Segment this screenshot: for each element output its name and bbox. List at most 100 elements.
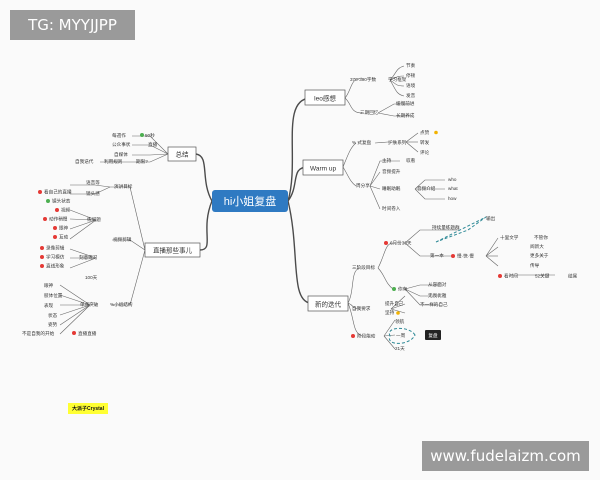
zhibo-b-left-0: 视频 <box>61 207 71 214</box>
zongjie-right-0: 直播 <box>148 141 158 148</box>
zhibo-b: 视频剪辑 <box>113 236 132 243</box>
watermark-top: TG: MYYJJPP <box>10 10 135 40</box>
warmup-b-extra-0: 収看 <box>406 157 416 164</box>
xinde-c-item-2: 21天 <box>395 346 405 352</box>
zongjie-right-2: 利用规则 <box>104 158 123 165</box>
zhibo-node-label: 直播那些事儿 <box>153 246 193 255</box>
zhibo-b-left-3: 互动 <box>59 234 69 241</box>
xinde-a3-right-0: 52关键 <box>535 273 550 280</box>
zongjie-node-label: 总结 <box>176 150 190 159</box>
leo-a1: 学习框架 <box>388 76 407 83</box>
warmup-b-item-3: 时间卷入 <box>382 205 401 212</box>
thumbs-up-icon <box>396 311 400 315</box>
leo-b1: 缓慢前进 <box>396 100 415 107</box>
stop-icon <box>498 274 502 278</box>
zongjie-right-1: 自媒体 <box>114 151 128 158</box>
zhibo-b-left-2: 眼神 <box>59 225 69 232</box>
stop-icon <box>53 235 57 239</box>
warmup-b-sub-0: who <box>448 177 457 182</box>
warmup-a2-1: 转发 <box>420 139 430 146</box>
zhibo-c-left-0: 眼神 <box>44 282 54 289</box>
review-tag-label: 复盘 <box>428 332 438 339</box>
xinde-b: 自我要求 <box>352 305 371 312</box>
dashed-callouts <box>388 216 487 344</box>
xinde-b-item-2: 坚持 <box>385 309 395 316</box>
leo-a2-1: 停顿 <box>406 72 416 79</box>
warmup-node-label: Warm up <box>310 166 337 173</box>
xinde-c: 阶段能动 <box>357 333 376 340</box>
warmup-b-sub-1: what <box>448 186 458 191</box>
zhibo-b-left-4: 录像剪辑 <box>46 245 65 252</box>
zhibo-c-left-2: 表现 <box>44 302 54 309</box>
zongjie-item-0: 每週作 <box>112 132 126 139</box>
center-node-label: hi小姐复盘 <box>224 194 277 208</box>
zhibo-a-left-1: 镜头状态 <box>52 198 71 205</box>
zhibo-c1: 单点突破 <box>80 301 99 308</box>
thumbs-up-icon <box>434 130 438 135</box>
xinde-a2-right-3: 更多关于 <box>530 252 549 259</box>
zhibo-b1: 练问题 <box>87 216 101 223</box>
author-note: 大派子Crystal <box>68 403 108 414</box>
check-icon <box>140 133 144 137</box>
zhibo-a-left-0: 看自己的直播 <box>44 189 72 196</box>
warmup-b-item-1: 音频提升 <box>382 168 401 175</box>
xinde-b-right-1: 无畏优雅 <box>428 292 447 299</box>
review-tag <box>425 330 441 340</box>
xinde-a3-right-1: 结尾 <box>568 273 578 280</box>
zhibo-c-count: 100天 <box>85 275 98 281</box>
warmup-b-sub: 音频介绍 <box>417 185 436 192</box>
stop-icon <box>53 226 57 230</box>
xinde-a2-right-4: 传导 <box>530 262 540 269</box>
zhibo-c-left-4: 姿势 <box>48 321 58 328</box>
zhibo-b-left-6: 直线形象 <box>46 263 65 270</box>
xinde-a1-sub: 持续量练题群 <box>432 224 460 231</box>
stop-icon <box>38 190 42 194</box>
xinde-b-item-1: 提升自己 <box>385 300 404 307</box>
zhibo-c2: 直播直播 <box>78 330 97 337</box>
check-icon <box>392 287 396 291</box>
zhibo-b2: 刻意练习 <box>79 254 98 261</box>
stop-icon <box>40 264 44 268</box>
stop-icon <box>384 241 388 245</box>
zhibo-c: %小组结构 <box>110 301 133 308</box>
stop-icon <box>40 255 44 259</box>
zhibo-node <box>144 242 201 258</box>
zhibo-a: 演讲目标 <box>114 183 133 190</box>
watermark-bottom: www.fudelaizm.com <box>422 441 589 471</box>
stop-icon <box>40 246 44 250</box>
xinde-c-item-0: 领航 <box>395 318 405 325</box>
xinde-b-right-0: 从容面对 <box>428 281 447 288</box>
zongjie-item-1: 公众事状 <box>112 141 131 148</box>
xinde-a2-right-2: 阅新大 <box>530 243 544 250</box>
xinde-a1: 6月份30天 <box>390 240 412 247</box>
warmup-a2-2: 评论 <box>420 149 430 156</box>
xinde-a2-sub: 第一本 <box>430 252 444 259</box>
warmup-node <box>302 159 344 176</box>
leo-a: 370-390字数 <box>350 76 376 83</box>
xinde-b-right-2: 不一样的自己 <box>420 301 448 308</box>
leo-b: 三期回忆 <box>360 109 379 116</box>
sub-branches <box>59 65 555 350</box>
leo-a2-2: 语境 <box>406 82 416 89</box>
warmup-b-item-2: 睡眠助眠 <box>382 185 401 192</box>
zhibo-b-left-1: 动作稍慢 <box>49 216 68 223</box>
warmup-b: 周分享 <box>356 182 370 189</box>
zongjie-far-1: 期限? <box>136 158 148 165</box>
warmup-b-sub-2: how <box>448 196 457 201</box>
xinde-a2-right-0: 十里文学 <box>500 234 519 241</box>
xinde-a3-check: 你有 <box>398 286 408 293</box>
zhibo-c-left-3: 状态 <box>48 312 58 318</box>
xinde-node-label: 新的迭代 <box>315 300 342 309</box>
zhibo-c-left-1: 肢体位置 <box>44 292 63 299</box>
leo-b2: 长期养成 <box>396 112 415 119</box>
stop-icon <box>72 331 76 335</box>
xinde-a2-right-1: 不管你 <box>534 234 548 241</box>
warmup-a: % 式复盘 <box>352 139 372 146</box>
zhibo-a-item-0: 语音等 <box>86 179 100 186</box>
xinde-node <box>307 295 349 312</box>
xinde-c-item-1: 一周 <box>396 333 406 339</box>
leo-node-label: leo感想 <box>314 94 336 103</box>
xinde-a3: 看时间 <box>504 273 518 280</box>
leo-a2-3: 发音 <box>406 92 416 99</box>
